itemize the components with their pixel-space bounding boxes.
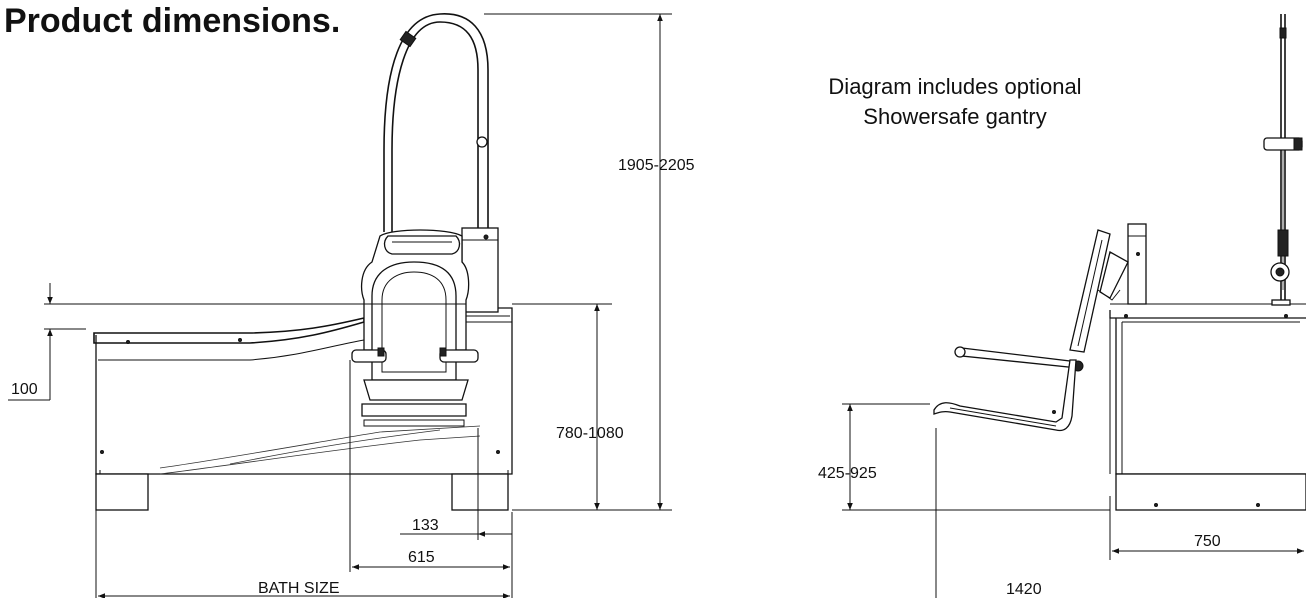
seat-front: [351, 229, 479, 427]
seat-column-side: [1127, 223, 1147, 305]
seat-height-label: 425-925: [818, 465, 877, 482]
bath-size-label: BATH SIZE: [258, 580, 340, 597]
bath-height-label: 780-1080: [556, 425, 624, 442]
bath-depth-label: 750: [1194, 533, 1221, 550]
overall-length-label: 1420: [1006, 581, 1042, 598]
gantry-note: Diagram includes optional Showersafe gan…: [790, 72, 1120, 132]
gantry-arch-front: [383, 13, 489, 232]
side-view-drawing: 425-925 750 1420: [818, 14, 1306, 598]
page-title: Product dimensions.: [4, 2, 341, 40]
seat-column-front: [461, 227, 499, 313]
seat-side: [933, 229, 1129, 432]
gantry-pole-side: [1263, 14, 1303, 306]
gantry-note-line-2: Showersafe gantry: [863, 104, 1047, 129]
gantry-note-line-1: Diagram includes optional: [828, 74, 1082, 99]
front-dimension-lines: [8, 13, 672, 598]
seat-width-label: 615: [408, 549, 435, 566]
rim-offset-label: 100: [11, 381, 38, 398]
bath-body-side: [1109, 303, 1306, 511]
seat-offset-label: 133: [412, 517, 439, 534]
front-view-drawing: 1905-2205 780-1080 100 133 615 BATH SIZE: [8, 13, 695, 598]
total-height-label: 1905-2205: [618, 157, 695, 174]
side-dimension-lines: [842, 403, 1304, 598]
